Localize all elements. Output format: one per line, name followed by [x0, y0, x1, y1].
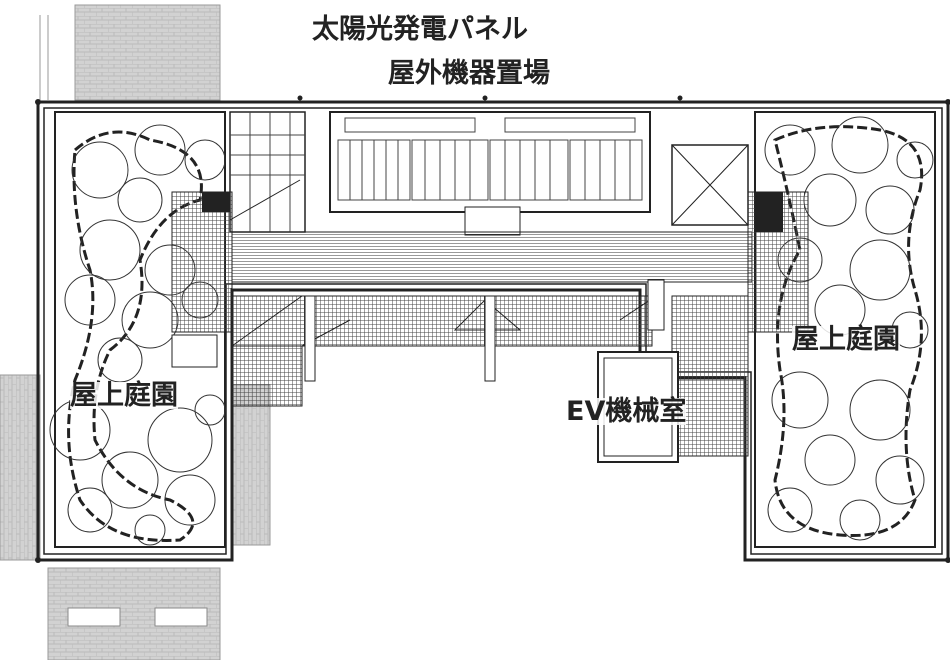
solar-panel-label: 太陽光発電パネル — [312, 14, 528, 45]
hatched-band-lower — [231, 295, 749, 457]
paving-top-left — [39, 4, 221, 101]
outdoor-equipment-label: 屋外機器置場 — [388, 58, 550, 89]
grid-markers — [35, 95, 950, 563]
hatched-band-upper — [171, 191, 809, 333]
stair-left — [229, 111, 306, 233]
roof-garden-left-label: 屋上庭園 — [70, 380, 178, 411]
paving-inner — [231, 384, 271, 546]
solar-panel-array — [329, 111, 651, 236]
roof-garden-right-label: 屋上庭園 — [792, 324, 900, 355]
columns — [304, 279, 665, 382]
paving-left-side — [0, 374, 41, 561]
ev-machine-room-label: EV機械室 — [566, 396, 687, 427]
elevator-shaft — [671, 144, 749, 226]
paving-bottom-left — [47, 567, 221, 660]
